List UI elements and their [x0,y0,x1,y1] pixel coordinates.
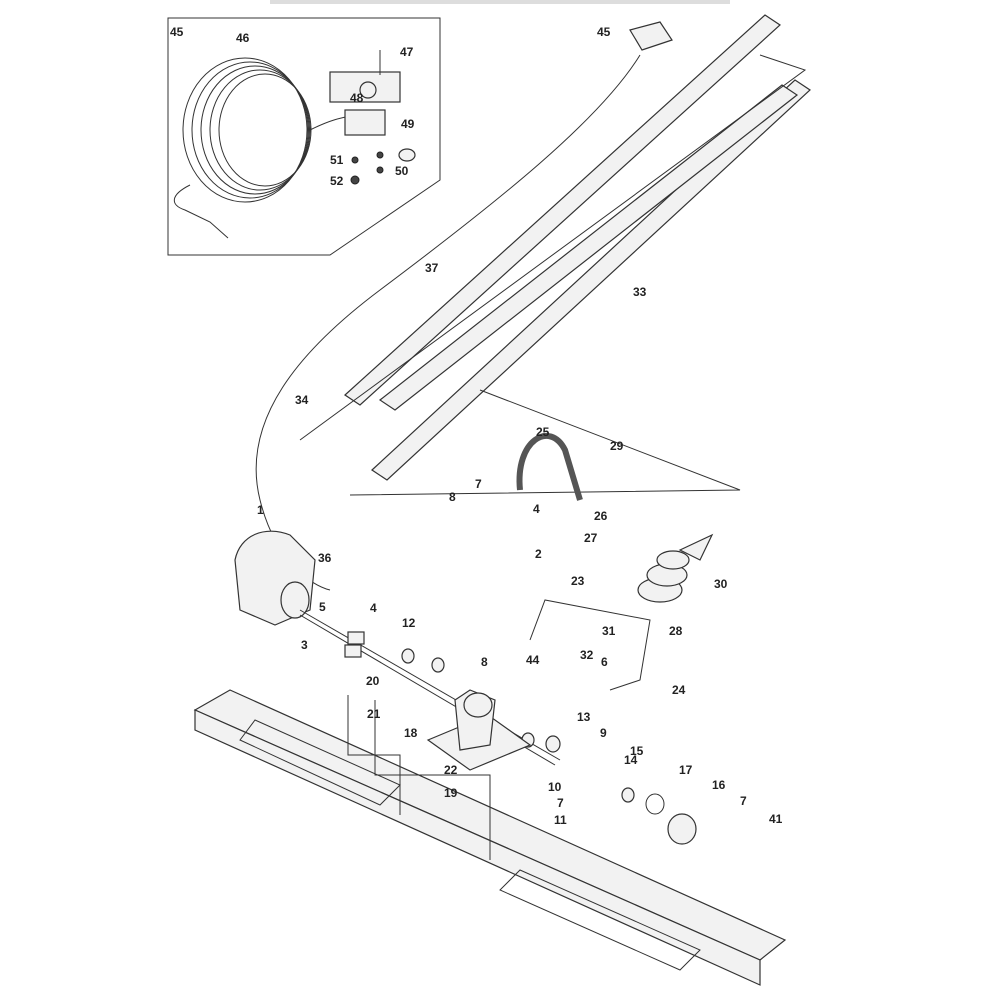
frame-bracket [529,599,651,691]
callout: 50 [395,164,409,178]
coiled-cable [173,57,356,239]
handle-tube [516,432,583,501]
connector [629,21,673,51]
shaft-housing [426,689,532,771]
callout: 8 [449,490,456,504]
engine [234,530,316,626]
callout: 31 [602,624,616,638]
callout: 13 [577,710,591,724]
callout: 8 [481,655,488,669]
callout: 10 [548,780,562,794]
callout: 34 [295,393,309,407]
callout: 3 [301,638,308,652]
callout: 51 [330,153,344,167]
callout: 1 [257,503,264,517]
callout: 48 [350,91,364,105]
callout: 33 [633,285,647,299]
callout: 29 [610,439,624,453]
callout: 19 [444,786,458,800]
callout-labels: 45 46 47 48 49 51 52 50 45 37 33 34 25 2… [170,25,783,827]
callout: 16 [712,778,726,792]
callout: 41 [769,812,783,826]
callout: 20 [366,674,380,688]
throttle-assembly [329,50,416,185]
callout: 37 [425,261,439,275]
callout: 18 [404,726,418,740]
callout: 26 [594,509,608,523]
callout: 4 [533,502,540,516]
bearings [344,631,697,845]
callout: 7 [557,796,564,810]
callout: 49 [401,117,415,131]
callout: 11 [554,813,567,827]
callout: 17 [679,763,693,777]
callout: 32 [580,648,594,662]
callout: 7 [740,794,747,808]
callout: 7 [475,477,482,491]
callout: 5 [319,600,326,614]
callout: 9 [600,726,607,740]
callout: 52 [330,174,344,188]
callout: 47 [400,45,414,59]
callout: 46 [236,31,250,45]
shaft-tubes [299,14,811,496]
callout: 24 [672,683,686,697]
callout: 28 [669,624,683,638]
callout: 23 [571,574,585,588]
callout: 2 [535,547,542,561]
callout: 6 [601,655,608,669]
callout: 30 [714,577,728,591]
callout: 27 [584,531,598,545]
callout: 45 [170,25,184,39]
drive-shaft [299,609,561,761]
bellows [637,533,714,603]
callout: 15 [630,744,644,758]
callout: 22 [444,763,458,777]
callout: 14 [624,753,638,767]
callout: 21 [367,707,381,721]
callout: 44 [526,653,540,667]
callout: 36 [318,551,332,565]
callout: 4 [370,601,377,615]
top-edge [270,0,730,4]
callout: 12 [402,616,416,630]
callout: 45 [597,25,611,39]
inset-frame [167,17,441,256]
callout: 25 [536,425,550,439]
